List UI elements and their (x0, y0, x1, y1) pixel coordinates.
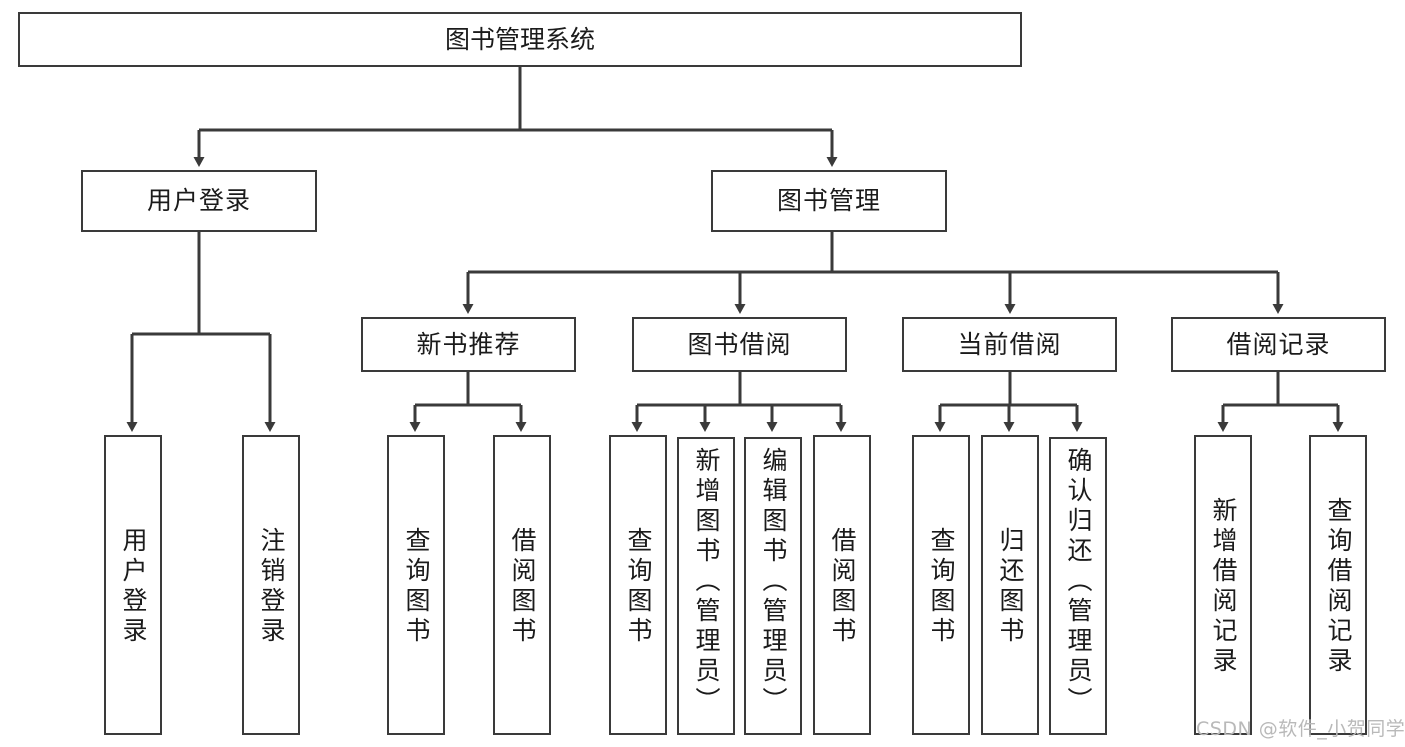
node-current-borrow[interactable]: 当前借阅 (902, 317, 1117, 372)
node-label: 归还图书 (996, 527, 1025, 647)
node-leaf-user-login[interactable]: 用户登录 (104, 435, 162, 735)
node-label: 借阅记录 (1226, 329, 1331, 359)
node-label: 查询图书 (624, 527, 653, 647)
node-leaf-query-book-2[interactable]: 查询图书 (609, 435, 667, 735)
node-leaf-borrow-book-1[interactable]: 借阅图书 (493, 435, 551, 735)
node-label: 当前借阅 (957, 329, 1062, 359)
node-label: 查询图书 (402, 527, 431, 647)
node-label: 用户登录 (146, 186, 251, 215)
node-leaf-query-record[interactable]: 查询借阅记录 (1309, 435, 1367, 735)
node-borrow-record[interactable]: 借阅记录 (1171, 317, 1386, 372)
node-label: 图书借阅 (687, 329, 792, 359)
node-label: 新书推荐 (416, 329, 521, 359)
node-label: 图书管理系统 (444, 24, 595, 54)
node-label: 查询图书 (927, 527, 956, 647)
node-leaf-query-book-3[interactable]: 查询图书 (912, 435, 970, 735)
node-book-borrow[interactable]: 图书借阅 (632, 317, 847, 372)
node-leaf-query-book-1[interactable]: 查询图书 (387, 435, 445, 735)
node-leaf-return-book[interactable]: 归还图书 (981, 435, 1039, 735)
node-user-login[interactable]: 用户登录 (81, 170, 317, 232)
node-new-book-recommend[interactable]: 新书推荐 (361, 317, 576, 372)
node-label: 确认归还（管理员） (1064, 447, 1093, 717)
node-label: 图书管理 (776, 186, 881, 215)
node-leaf-edit-book[interactable]: 编辑图书（管理员） (744, 437, 802, 735)
node-book-management[interactable]: 图书管理 (711, 170, 947, 232)
node-label: 查询借阅记录 (1324, 497, 1353, 677)
node-root-book-management-system[interactable]: 图书管理系统 (18, 12, 1022, 67)
node-label: 借阅图书 (508, 527, 537, 647)
csdn-watermark: CSDN @软件_小贺同学 (1196, 714, 1405, 741)
node-leaf-borrow-book-2[interactable]: 借阅图书 (813, 435, 871, 735)
node-leaf-add-record[interactable]: 新增借阅记录 (1194, 435, 1252, 735)
node-label: 新增借阅记录 (1209, 497, 1238, 677)
watermark-text: CSDN @软件_小贺同学 (1196, 718, 1405, 740)
node-label: 新增图书（管理员） (692, 447, 721, 717)
node-label: 编辑图书（管理员） (759, 447, 788, 717)
node-label: 借阅图书 (828, 527, 857, 647)
node-label: 注销登录 (257, 527, 286, 647)
node-leaf-confirm-return[interactable]: 确认归还（管理员） (1049, 437, 1107, 735)
node-leaf-logout[interactable]: 注销登录 (242, 435, 300, 735)
node-label: 用户登录 (119, 527, 148, 647)
node-leaf-add-book[interactable]: 新增图书（管理员） (677, 437, 735, 735)
